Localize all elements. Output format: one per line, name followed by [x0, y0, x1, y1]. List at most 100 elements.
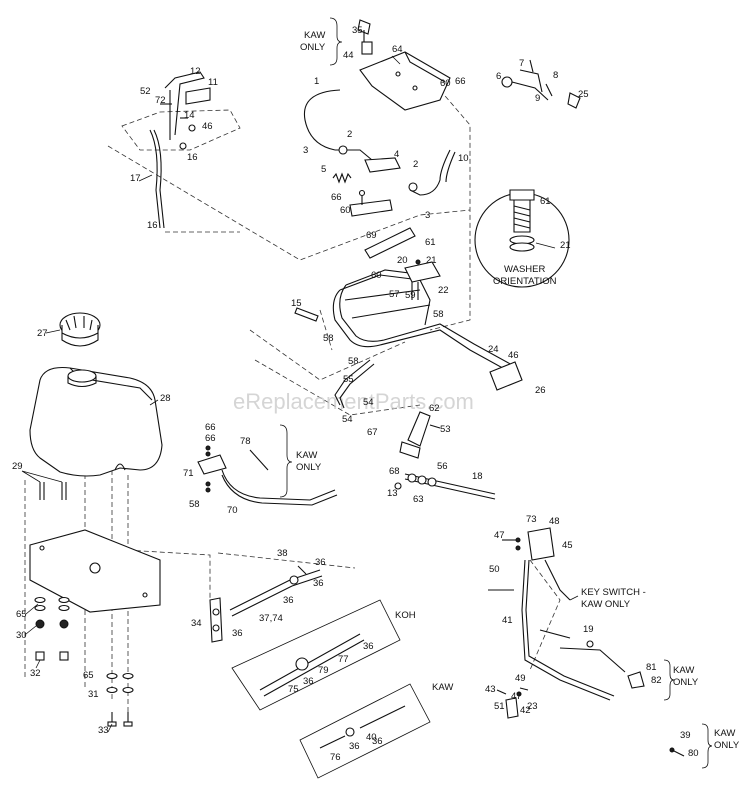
callout-50: 50 — [489, 564, 500, 575]
bracket-plate-64 — [359, 51, 451, 111]
callout-66: 66 — [331, 192, 342, 203]
svg-text:KAW: KAW — [432, 682, 453, 693]
kaw-only-note-top: KAW ONLY — [300, 17, 343, 66]
callout-69: 69 — [366, 230, 377, 241]
svg-text:ONLY: ONLY — [673, 677, 699, 688]
callout-49: 49 — [515, 673, 526, 684]
callout-27: 27 — [37, 328, 48, 339]
callout-58: 58 — [433, 309, 444, 320]
callout-58: 58 — [348, 356, 359, 367]
callout-36: 36 — [372, 736, 383, 747]
tank-bracket-plate — [29, 529, 161, 613]
callout-36: 36 — [315, 557, 326, 568]
svg-text:KAW: KAW — [304, 30, 325, 41]
callout-18: 18 — [472, 471, 483, 482]
callout-54: 54 — [342, 414, 353, 425]
bracket-4 — [364, 157, 401, 173]
callout-78: 78 — [240, 436, 251, 447]
callout-29: 29 — [12, 461, 23, 472]
callout-48: 48 — [549, 516, 560, 527]
callout-36: 36 — [303, 676, 314, 687]
callout-58: 58 — [323, 333, 334, 344]
fuel-line-70 — [197, 445, 338, 506]
callout-12: 12 — [190, 66, 201, 77]
fuel-tank-28 — [29, 366, 163, 477]
callout-55: 55 — [343, 374, 354, 385]
callout-44: 44 — [343, 50, 354, 61]
callout-65: 65 — [16, 609, 27, 620]
rod-17 — [138, 129, 165, 229]
rod-55 — [334, 359, 375, 409]
callout-68: 68 — [389, 466, 400, 477]
hardware-65-31-33 — [106, 672, 134, 733]
callout-40: 40 — [366, 732, 377, 743]
callout-26: 26 — [535, 385, 546, 396]
callout-54: 54 — [363, 397, 374, 408]
svg-text:WASHER: WASHER — [504, 264, 545, 275]
callout-58: 58 — [189, 499, 200, 510]
pin-15 — [294, 307, 319, 322]
callout-1: 1 — [314, 76, 319, 87]
callout-3: 3 — [425, 210, 430, 221]
callout-47: 47 — [511, 691, 522, 702]
watermark-text: eReplacementParts.com — [233, 389, 474, 414]
svg-text:ONLY: ONLY — [714, 740, 740, 751]
callout-19: 19 — [583, 624, 594, 635]
koh-fuel-line-box: KOH — [231, 599, 416, 711]
callout-70: 70 — [227, 505, 238, 516]
callout-61: 61 — [540, 196, 551, 207]
callout-80: 80 — [688, 748, 699, 759]
svg-text:KAW: KAW — [673, 665, 694, 676]
callout-43: 43 — [485, 684, 496, 695]
callout-41: 41 — [502, 615, 513, 626]
connector-49-51 — [496, 687, 529, 719]
callout-25: 25 — [578, 89, 589, 100]
callout-61: 61 — [425, 237, 436, 248]
callout-60: 60 — [340, 205, 351, 216]
callout-35: 35 — [352, 25, 363, 36]
callout-14: 14 — [184, 110, 195, 121]
key-switch-note: KEY SWITCH - KAW ONLY — [581, 587, 646, 610]
callout-45: 45 — [562, 540, 573, 551]
callout-81: 81 — [646, 662, 657, 673]
callout-57: 57 — [389, 289, 400, 300]
callout-4: 4 — [394, 149, 399, 160]
callout-38: 38 — [277, 548, 288, 559]
callout-28: 28 — [160, 393, 171, 404]
bolts-29 — [21, 470, 67, 500]
tube-69 — [364, 227, 416, 259]
bracket-66-60 — [349, 189, 393, 217]
callout-8: 8 — [553, 70, 558, 81]
callout-6: 6 — [496, 71, 501, 82]
callout-75: 75 — [288, 684, 299, 695]
callout-82: 82 — [651, 675, 662, 686]
callout-51: 51 — [494, 701, 505, 712]
kaw-fuel-line-box: KAW — [299, 682, 453, 779]
bolt-35 — [357, 19, 373, 55]
callout-15: 15 — [291, 298, 302, 309]
callout-47: 47 — [494, 530, 505, 541]
callout-36: 36 — [363, 641, 374, 652]
svg-text:ORIENTATION: ORIENTATION — [493, 276, 557, 287]
callout-11: 11 — [208, 77, 218, 88]
callout-2: 2 — [347, 129, 352, 140]
callout-46: 46 — [508, 350, 519, 361]
callout-16: 16 — [147, 220, 158, 231]
callout-37-74: 37,74 — [259, 613, 283, 624]
callout-46: 46 — [202, 121, 213, 132]
lever-11-12 — [160, 71, 211, 150]
callout-67: 67 — [367, 427, 378, 438]
svg-text:KAW ONLY: KAW ONLY — [581, 599, 631, 610]
choke-cable-10 — [408, 149, 456, 196]
kaw-only-note-81: KAW ONLY — [627, 659, 699, 701]
callout-66: 66 — [205, 422, 216, 433]
callout-39: 39 — [680, 730, 691, 741]
callout-60: 60 — [440, 78, 451, 89]
svg-text:KAW: KAW — [714, 728, 735, 739]
kaw-only-note-39: KAW ONLY — [669, 723, 740, 769]
callout-73: 73 — [526, 514, 537, 525]
fuel-cap-27 — [45, 312, 101, 347]
callout-63: 63 — [413, 494, 424, 505]
